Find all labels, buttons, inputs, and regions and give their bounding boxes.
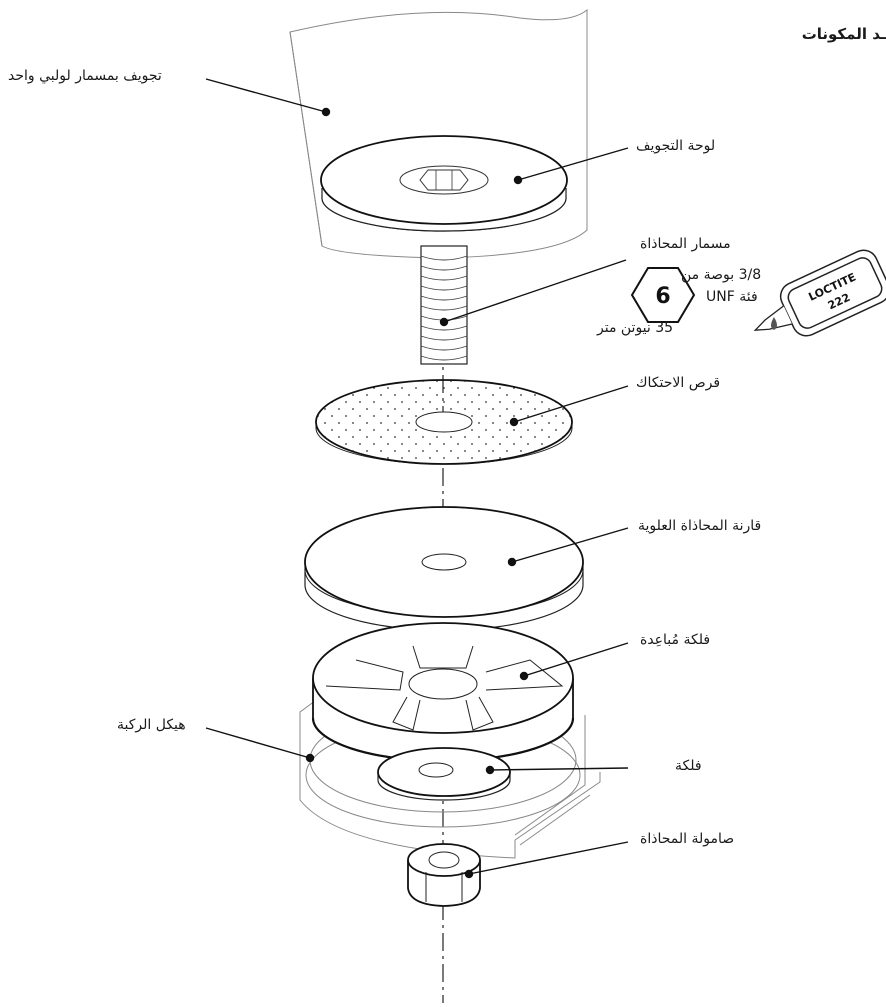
label-knee-frame: هيكل الركبة bbox=[117, 717, 186, 733]
label-upper-coupling: قارنة المحاذاة العلوية bbox=[638, 518, 762, 534]
label-housing: تجويف بمسمار لولبي واحد bbox=[8, 68, 162, 84]
washer bbox=[377, 747, 511, 801]
label-bolt: مسمار المحاذاة bbox=[640, 236, 731, 252]
label-bolt-size-1: 3/8 بوصة من bbox=[681, 267, 762, 283]
leader-lines bbox=[205, 78, 629, 879]
label-friction-disc: قرص الاحتكاك bbox=[636, 375, 721, 391]
label-bolt-size-2: فئة UNF bbox=[706, 289, 758, 305]
upper-alignment-coupling bbox=[304, 506, 584, 631]
alignment-nut bbox=[407, 843, 481, 907]
label-torque: 35 نيوتن متر bbox=[597, 320, 674, 336]
alignment-bolt bbox=[420, 245, 468, 365]
friction-disc bbox=[315, 379, 573, 465]
hex-wrench-icon: 6 bbox=[630, 267, 696, 323]
label-cover-plate: لوحة التجويف bbox=[636, 138, 716, 154]
label-nut: صامولة المحاذاة bbox=[640, 831, 735, 847]
label-spacer-washer: فلكة مُباعِدة bbox=[640, 632, 711, 648]
loctite-bottle-icon: LOCTITE 222 bbox=[753, 249, 886, 337]
cover-plate bbox=[320, 135, 568, 232]
page-title: ـد المكونات bbox=[801, 25, 886, 43]
drop-icon bbox=[771, 317, 777, 330]
label-washer: فلكة bbox=[675, 758, 702, 774]
spacer-washer bbox=[311, 622, 575, 763]
hex-size-value: 6 bbox=[655, 284, 670, 309]
